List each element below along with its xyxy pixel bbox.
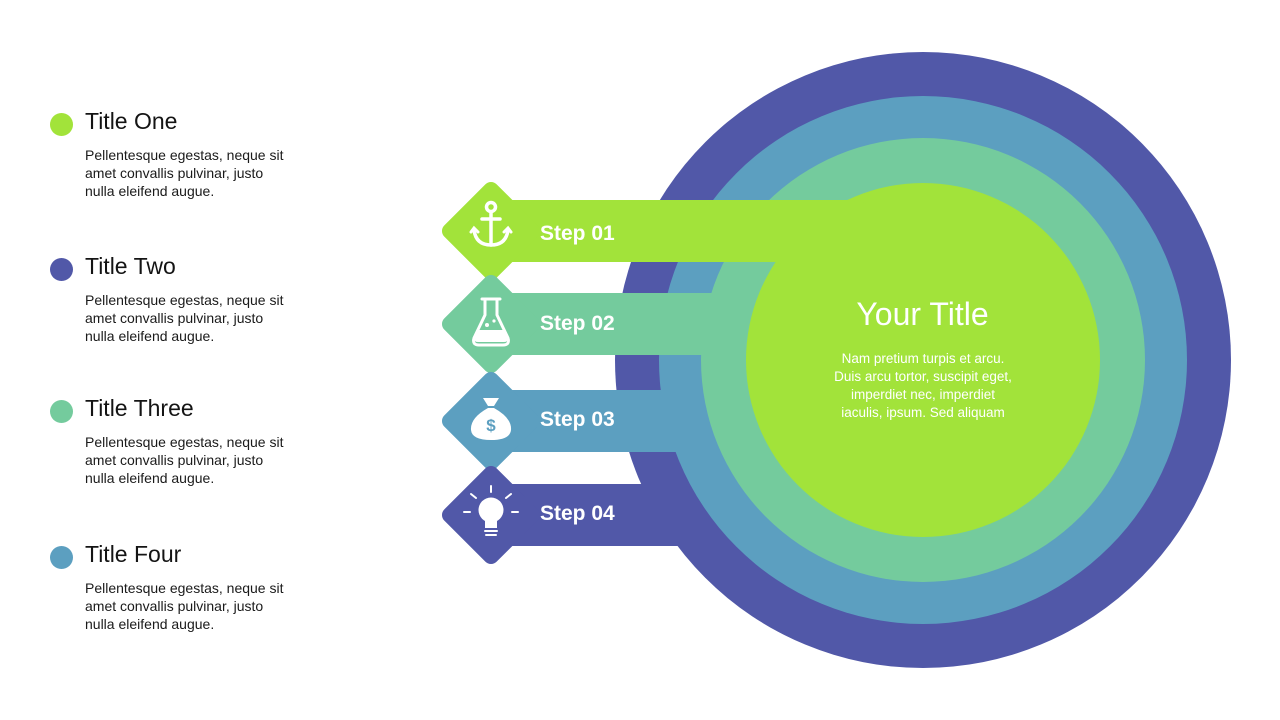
step-04-label: Step 04 (540, 502, 615, 525)
lightbulb-icon (463, 485, 519, 536)
legend-dot-steel (50, 546, 73, 569)
legend-body: Pellentesque egestas, neque sit amet con… (85, 580, 284, 632)
step-03-label: Step 03 (540, 408, 615, 431)
svg-text:$: $ (486, 416, 496, 435)
money-bag-icon: $ (470, 398, 512, 440)
anchor-icon (469, 200, 513, 247)
step-01-label: Step 01 (540, 222, 615, 245)
legend-title: Title One (85, 108, 178, 134)
legend-title: Title Four (85, 541, 182, 567)
legend-title: Title Three (85, 395, 194, 421)
step-02-label: Step 02 (540, 312, 615, 335)
legend-body: Pellentesque egestas, neque sit amet con… (85, 292, 284, 344)
legend-dot-mint (50, 400, 73, 423)
legend-dot-indigo (50, 258, 73, 281)
legend-dot-lime (50, 113, 73, 136)
legend-body: Pellentesque egestas, neque sit amet con… (85, 147, 284, 199)
step-01-bar-fill (770, 215, 880, 262)
step-02-diamond (441, 274, 541, 374)
legend-body: Pellentesque egestas, neque sit amet con… (85, 434, 284, 486)
legend: Title One Pellentesque egestas, neque si… (50, 0, 350, 720)
center-circle (746, 183, 1100, 537)
center-title: Your Title (856, 296, 989, 332)
center-body: Nam pretium turpis et arcu. Duis arcu to… (834, 351, 1012, 420)
flask-icon (472, 297, 510, 347)
legend-title: Title Two (85, 253, 176, 279)
